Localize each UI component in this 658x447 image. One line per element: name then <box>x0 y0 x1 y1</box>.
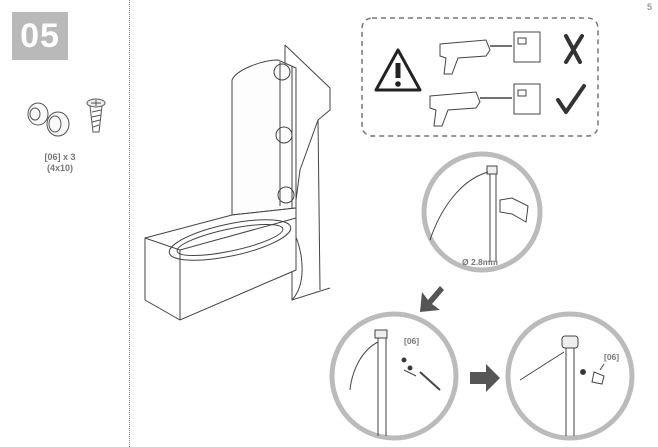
drill-diameter: Ø 2.8mm <box>462 257 498 267</box>
step-number: 05 <box>12 12 68 60</box>
parts-illustration <box>27 98 106 137</box>
callout-part-a: [06] <box>404 336 420 346</box>
column-divider <box>129 0 130 447</box>
callout-part-b: [06] <box>604 352 620 362</box>
screw-cap-icon <box>27 102 70 137</box>
part-quantity: [06] x 3 <box>44 152 76 162</box>
screw-icon <box>86 98 106 133</box>
page-number: 5 <box>646 2 652 12</box>
screw-size: (4x10) <box>46 163 73 173</box>
